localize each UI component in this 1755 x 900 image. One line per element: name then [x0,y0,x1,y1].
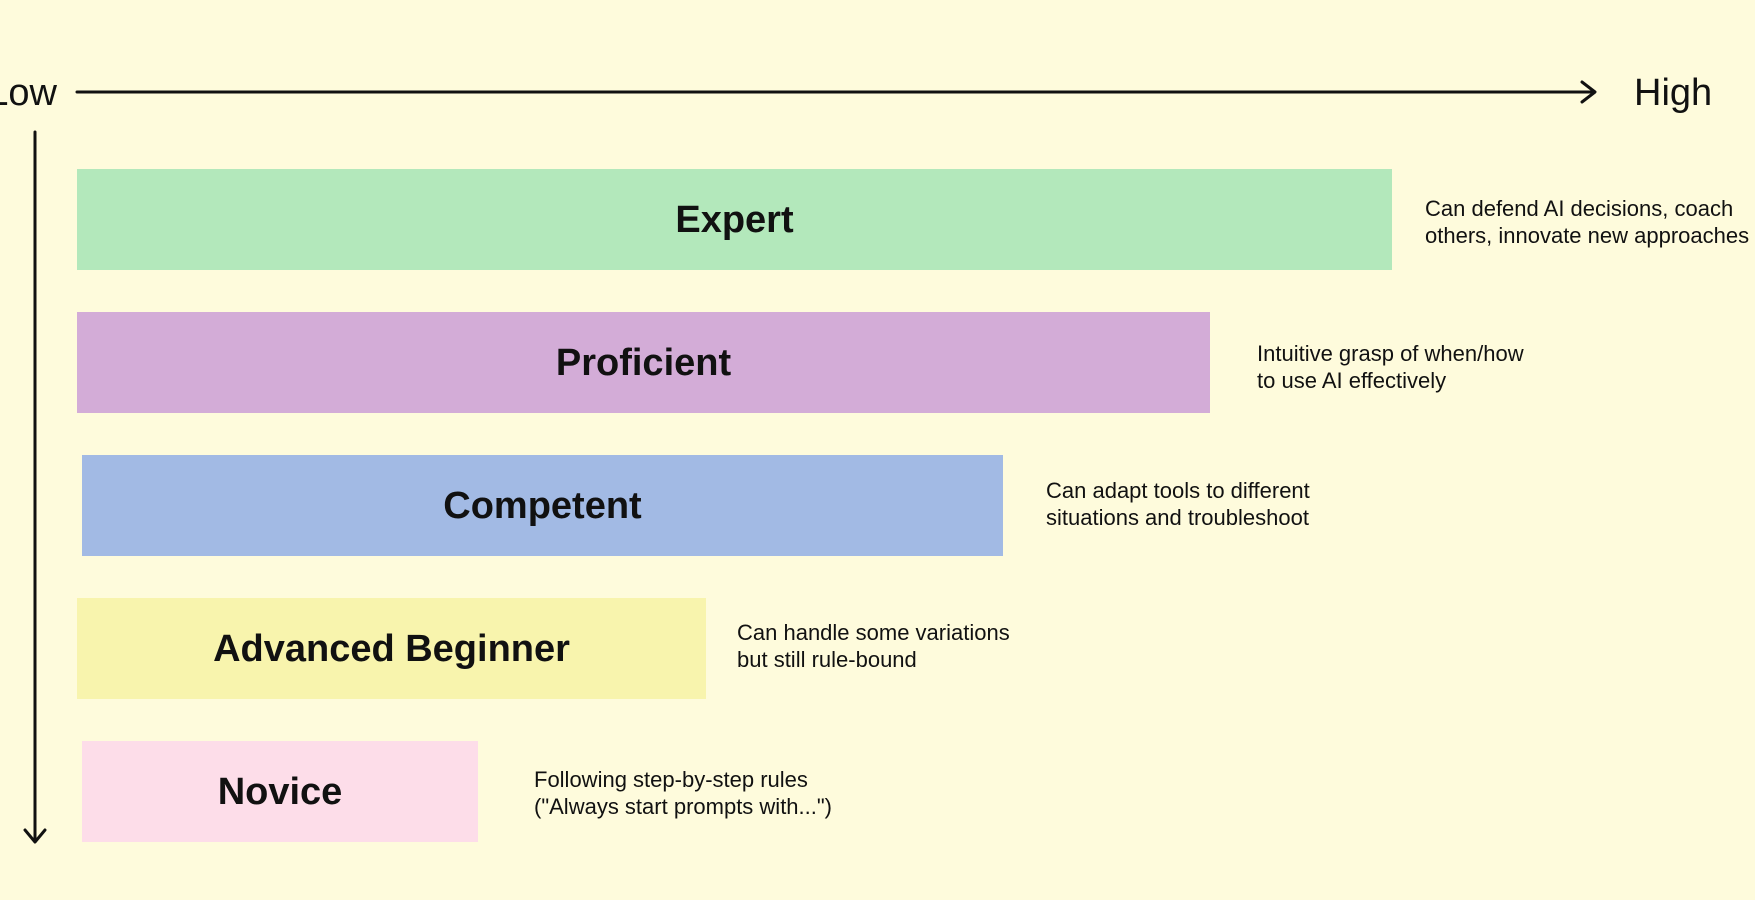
level-description-competent: Can adapt tools to different situations … [1046,477,1310,531]
description-line: Can adapt tools to different [1046,478,1310,503]
description-line: ("Always start prompts with...") [534,794,833,819]
level-description-novice: Following step-by-step rules ("Always st… [534,766,832,820]
description-line: to use AI effectively [1257,368,1447,393]
level-band-novice: Novice [82,741,478,842]
level-label-expert: Expert [675,198,794,241]
level-label-advanced-beginner: Advanced Beginner [213,627,570,670]
description-line: situations and troubleshoot [1046,505,1309,530]
description-line: Following step-by-step rules [534,767,808,792]
axis-low-label: Low [0,72,57,114]
vertical-axis-arrow [23,130,47,844]
description-line: Can handle some variations [737,620,1010,645]
level-band-competent: Competent [82,455,1003,556]
axis-high-label: High [1634,72,1713,114]
level-description-proficient: Intuitive grasp of when/how to use AI ef… [1257,340,1524,394]
description-line: others, innovate new approaches [1425,223,1750,248]
description-line: Can defend AI decisions, coach [1425,196,1734,221]
horizontal-axis-arrow [75,80,1597,104]
level-band-expert: Expert [77,169,1392,270]
description-line: Intuitive grasp of when/how [1257,341,1524,366]
level-band-proficient: Proficient [77,312,1210,413]
level-label-proficient: Proficient [555,341,732,384]
level-description-expert: Can defend AI decisions, coach others, i… [1425,195,1749,249]
level-description-advanced-beginner: Can handle some variations but still rul… [737,619,1010,673]
level-label-competent: Competent [443,484,642,527]
description-line: but still rule-bound [737,647,917,672]
level-band-advanced-beginner: Advanced Beginner [77,598,706,699]
level-label-novice: Novice [217,770,343,813]
